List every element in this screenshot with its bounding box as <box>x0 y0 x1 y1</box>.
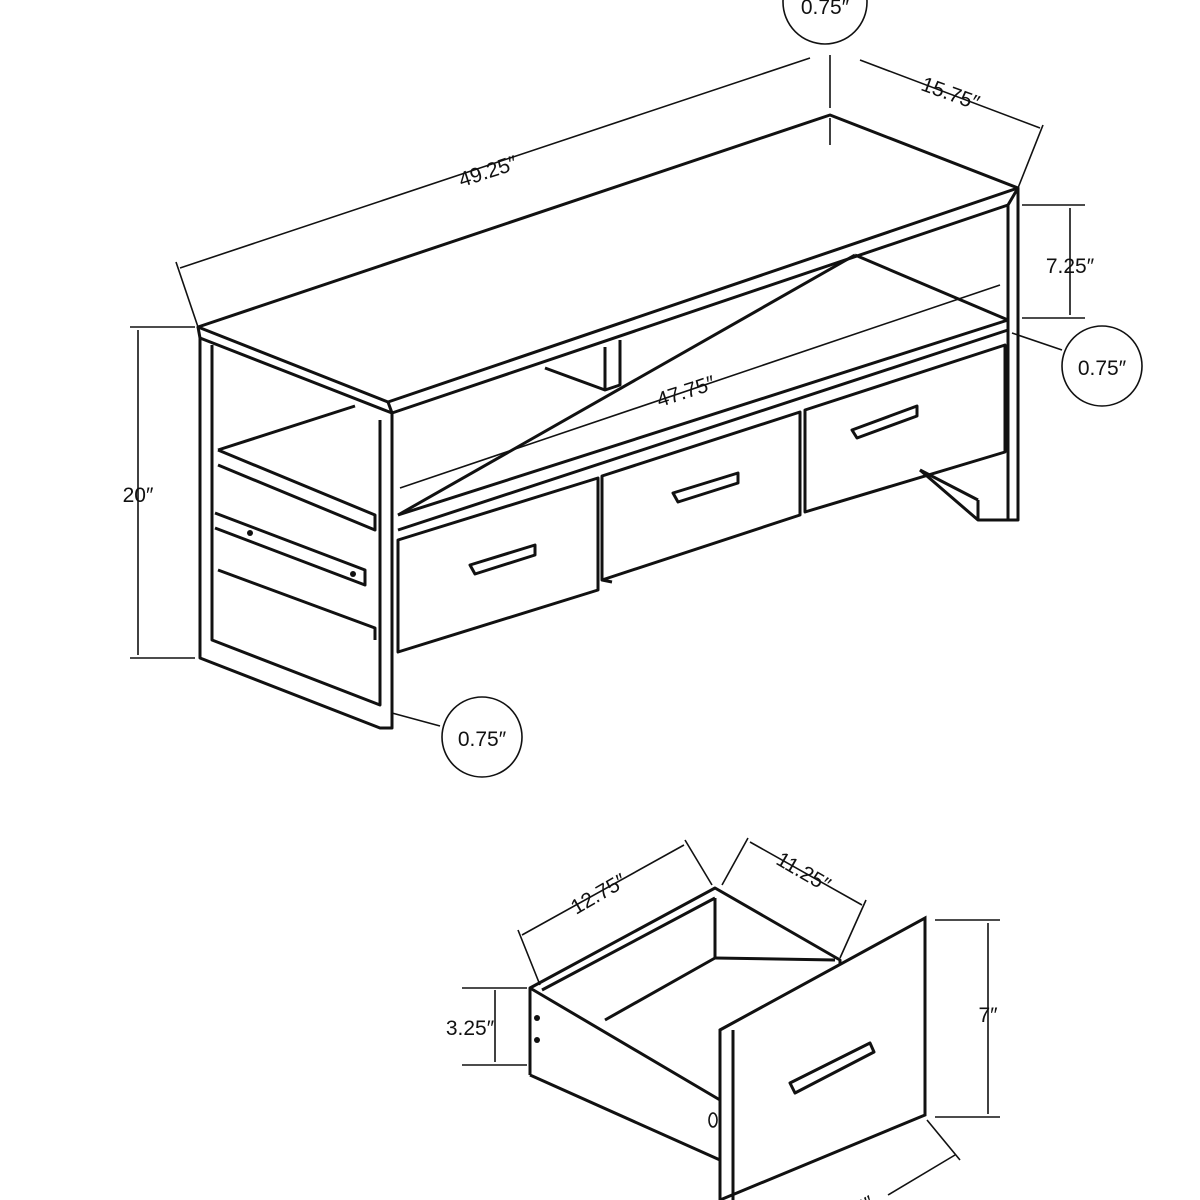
label-top-thickness: 0.75″ <box>801 0 850 19</box>
label-drawer-inner-width: 11.25″ <box>772 848 835 897</box>
tv-stand-drawing <box>196 113 1020 730</box>
label-leg-thickness: 0.75″ <box>458 728 507 751</box>
label-height: 20″ <box>123 484 154 507</box>
label-drawer-side-height: 3.25″ <box>446 1017 495 1040</box>
label-drawer-front-width: 5″ <box>851 1191 880 1200</box>
label-depth: 15.75″ <box>918 73 983 115</box>
drawer-handle-icon <box>468 404 919 576</box>
callout-circles <box>441 0 1143 778</box>
drawer-drawing <box>528 886 927 1200</box>
label-shelf-height: 7.25″ <box>1046 255 1095 278</box>
label-drawer-front-height: 7″ <box>978 1004 998 1027</box>
label-width: 49.25″ <box>456 151 521 192</box>
label-shelf-thickness: 0.75″ <box>1078 357 1127 380</box>
label-inner-width: 47.75″ <box>654 371 719 412</box>
drawer-dimension-lines <box>462 837 1000 1196</box>
dimension-lines <box>130 55 1085 727</box>
label-drawer-depth: 12.75″ <box>567 869 631 919</box>
